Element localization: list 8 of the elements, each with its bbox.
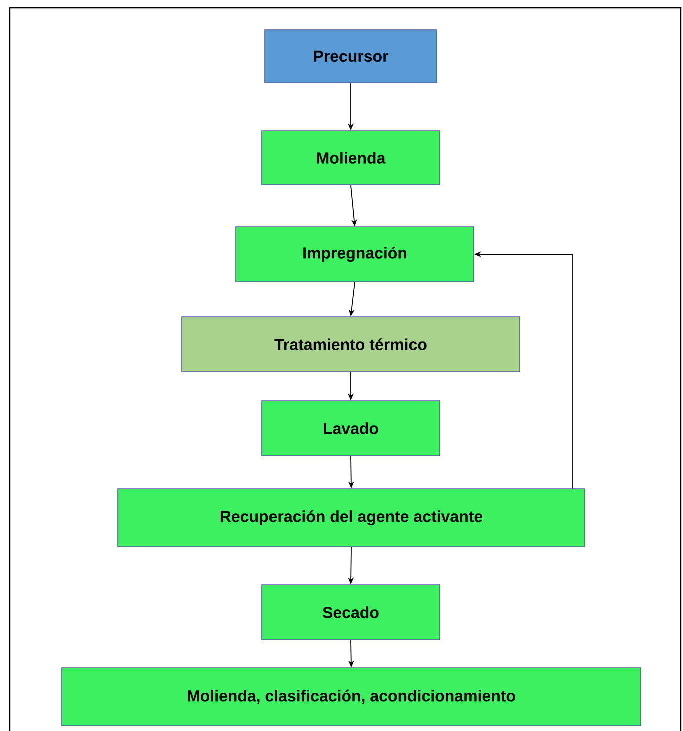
process-box: Molienda, clasificación, acondicionamiento <box>62 668 642 726</box>
process-box: Tratamiento térmico <box>182 316 520 372</box>
process-box: Secado <box>262 584 440 640</box>
process-box: Recuperación del agente activante <box>118 488 586 548</box>
process-box: Molienda <box>262 130 440 186</box>
process-box: Precursor <box>264 30 438 84</box>
process-box: Lavado <box>262 400 440 456</box>
process-box: Impregnación <box>236 226 474 282</box>
